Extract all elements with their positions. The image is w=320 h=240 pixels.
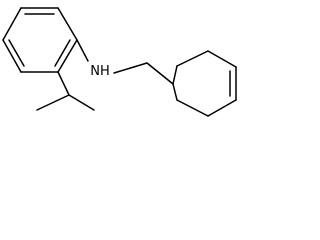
amine-linker <box>76 39 174 85</box>
nh-label: NH <box>90 64 110 79</box>
benzene-ring <box>2 7 78 73</box>
nh-atom-label: NH <box>88 62 112 79</box>
isopropyl-group <box>36 71 95 111</box>
cyclohexene-ring <box>172 50 237 117</box>
chemical-structure: NH <box>2 7 237 117</box>
